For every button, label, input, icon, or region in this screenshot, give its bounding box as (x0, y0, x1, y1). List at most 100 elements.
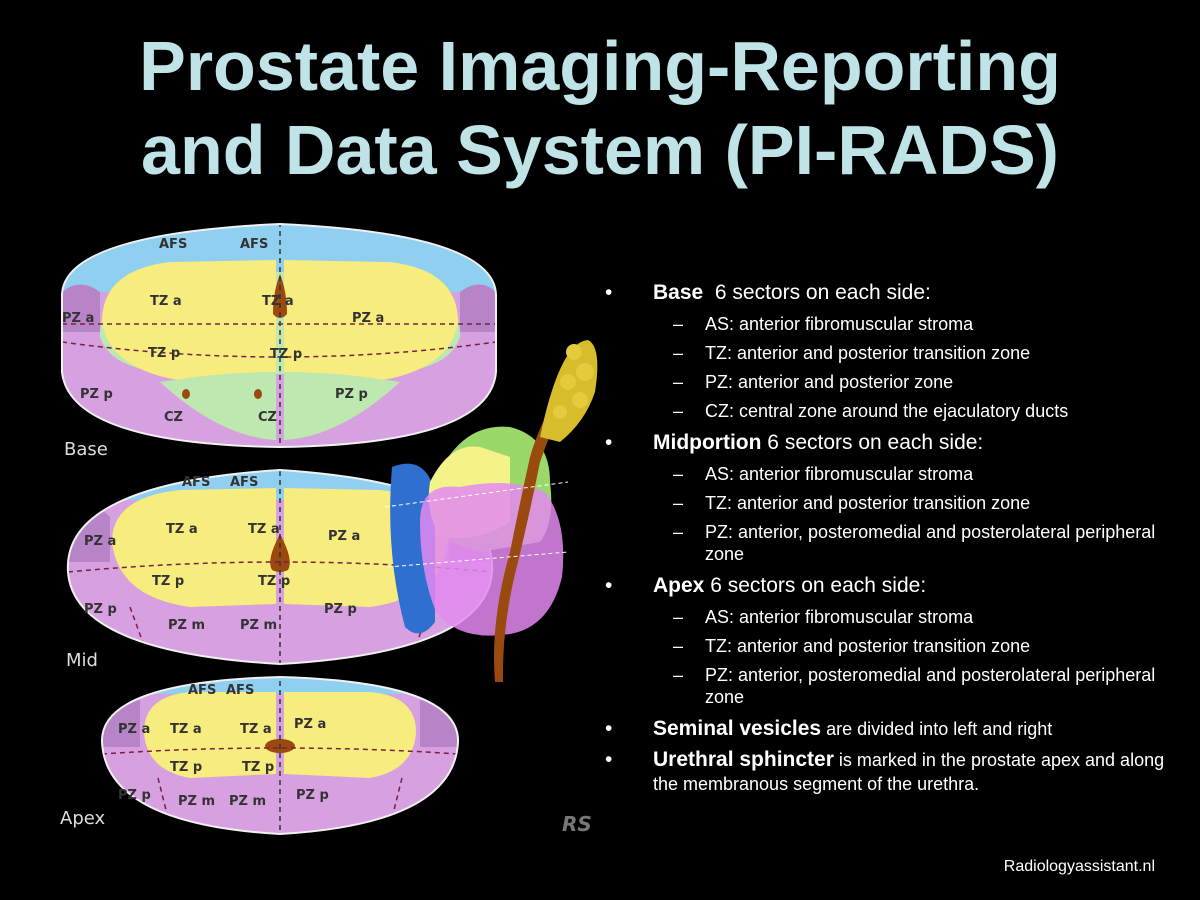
sub-bullet: –PZ: anterior, posteromedial and postero… (605, 664, 1185, 708)
sub-bullet-text: TZ: anterior and posterior transition zo… (705, 493, 1031, 513)
base-pzp-label-right: PZ p (335, 387, 368, 402)
apex-tzp-label-right: TZ p (242, 760, 274, 775)
base-pza-label-right: PZ a (352, 311, 384, 326)
apex-slice (101, 677, 459, 834)
pirads-bullet-list: • Base 6 sectors on each side: – AS: ante… (605, 280, 1185, 796)
apex-pza-label-left: PZ a (118, 722, 150, 737)
sub-bullet: –AS: anterior fibromuscular stroma (605, 606, 1185, 628)
sub-bullet-text: AS: anterior fibromuscular stroma (705, 464, 974, 484)
bullet-dot: • (605, 281, 613, 304)
base-tza-label-left: TZ a (150, 294, 182, 309)
apex-pzp-label-left: PZ p (118, 788, 151, 803)
slide-title: Prostate Imaging-Reporting and Data Syst… (0, 24, 1200, 192)
sub-dash: – (673, 493, 684, 513)
apex-afs-label-left: AFS (188, 683, 216, 698)
base-pza-label-left: PZ a (62, 311, 94, 326)
bullet-heading: Base (653, 281, 704, 304)
bullet-text: is marked in the prostate apex and along… (653, 750, 1165, 794)
sub-bullet-text: AS: anterior fibromuscular stroma (705, 314, 974, 334)
mid-afs-label-left: AFS (182, 475, 210, 490)
sub-bullet-text: PZ: anterior and posterior zone (705, 372, 954, 392)
bullet-dot: • (605, 717, 613, 740)
mid-tza-label-right: TZ a (248, 522, 280, 537)
bullet-dot: • (605, 574, 613, 597)
base-tz-right (284, 260, 458, 386)
sub-bullet: – AS: anterior fibromuscular stroma (605, 313, 1185, 335)
bullet-heading: Apex (653, 574, 705, 597)
sub-bullet: – TZ: anterior and posterior transition z… (605, 492, 1185, 514)
mid-pza-label-left: PZ a (84, 534, 116, 549)
sub-bullet: – AS: anterior fibromuscular stroma (605, 463, 1185, 485)
sub-bullet-text: PZ: anterior, posteromedial and posterol… (705, 522, 1156, 564)
bullet-text: 6 sectors on each side: (761, 431, 984, 454)
sub-bullet: –CZ: central zone around the ejaculatory… (605, 400, 1185, 422)
title-line-2: and Data System (PI-RADS) (141, 111, 1059, 189)
base-tz-left (102, 260, 276, 386)
base-tzp-label-left: TZ p (148, 346, 180, 361)
section-label-mid: Mid (66, 650, 98, 671)
sub-bullet: – PZ: anterior and posterior zone (605, 371, 1185, 393)
mid-pzp-label-right: PZ p (324, 602, 357, 617)
base-pza-right (460, 284, 496, 332)
sub-dash: – (673, 607, 684, 627)
sub-bullet: – TZ: anterior and posterior transition z… (605, 635, 1185, 657)
bullet-urethral-sphincter: • Urethral sphincter is marked in the pr… (605, 748, 1185, 796)
bullet-dot: • (605, 748, 613, 771)
sub-dash: – (673, 401, 684, 421)
sub-dash: – (673, 372, 684, 392)
sector-map-svg: AFS AFS TZ a TZ a PZ a PZ a TZ p TZ p PZ… (60, 222, 598, 836)
apex-pzm-label-left: PZ m (178, 794, 215, 809)
base-afs-label-right: AFS (240, 237, 268, 252)
bullet-heading: Urethral sphincter (653, 748, 834, 771)
prostate-3d-illustration (384, 340, 598, 682)
bullet-heading: Seminal vesicles (653, 717, 822, 740)
radiology-assistant-logo: RS (562, 812, 592, 836)
base-cz-label-left: CZ (164, 410, 183, 425)
bullet-base: • Base 6 sectors on each side: (605, 280, 1185, 306)
bullet-apex: • Apex 6 sectors on each side: (605, 573, 1185, 599)
section-label-apex: Apex (60, 808, 105, 829)
pirads-sector-diagram: AFS AFS TZ a TZ a PZ a PZ a TZ p TZ p PZ… (40, 222, 600, 842)
bullet-text: 6 sectors on each side: (704, 574, 927, 597)
base-slice (61, 224, 497, 447)
bullet-seminal-vesicles: • Seminal vesicles are divided into left… (605, 716, 1185, 742)
apex-tz-right (284, 692, 416, 778)
base-afs-label-left: AFS (159, 237, 187, 252)
source-credit: Radiologyassistant.nl (1003, 858, 1155, 875)
sub-dash: – (673, 314, 684, 334)
mid-tz-left (112, 488, 276, 607)
bullet-midportion: • Midportion 6 sectors on each side: (605, 430, 1185, 456)
sub-dash: – (673, 636, 684, 656)
bullet-dot: • (605, 431, 613, 454)
title-line-1: Prostate Imaging-Reporting (139, 27, 1061, 105)
sub-dash: – (673, 343, 684, 363)
sub-bullet-text: TZ: anterior and posterior transition zo… (705, 343, 1031, 363)
ejaculatory-duct-left (182, 389, 190, 399)
sub-bullet: – TZ: anterior and posterior transition z… (605, 342, 1185, 364)
sub-dash: – (673, 665, 684, 685)
mid-pza-label-right: PZ a (328, 529, 360, 544)
bullet-heading: Midportion (653, 431, 762, 454)
sub-dash: – (673, 522, 684, 542)
sub-dash: – (673, 464, 684, 484)
bullet-text: 6 sectors on each side: (703, 281, 931, 304)
mid-tza-label-left: TZ a (166, 522, 198, 537)
base-tzp-label-right: TZ p (270, 347, 302, 362)
sub-bullet-text: TZ: anterior and posterior transition zo… (705, 636, 1031, 656)
base-pza-left (62, 284, 100, 332)
sub-bullet: – PZ: anterior, posteromedial and postero… (605, 521, 1185, 565)
apex-tza-label-right: TZ a (240, 722, 272, 737)
base-pzp-label-left: PZ p (80, 387, 113, 402)
base-cz-label-right: CZ (258, 410, 277, 425)
mid-tzp-label-right: TZ p (258, 574, 290, 589)
apex-pzp-label-right: PZ p (296, 788, 329, 803)
base-tza-label-right: TZ a (262, 294, 294, 309)
mid-pzp-label-left: PZ p (84, 602, 117, 617)
bullet-text: are divided into left and right (821, 719, 1053, 739)
section-label-base: Base (64, 439, 108, 460)
apex-pza-label-right: PZ a (294, 717, 326, 732)
apex-tzp-label-left: TZ p (170, 760, 202, 775)
mid-pzm-label-right: PZ m (240, 618, 277, 633)
mid-tzp-label-left: TZ p (152, 574, 184, 589)
mid-afs-label-right: AFS (230, 475, 258, 490)
